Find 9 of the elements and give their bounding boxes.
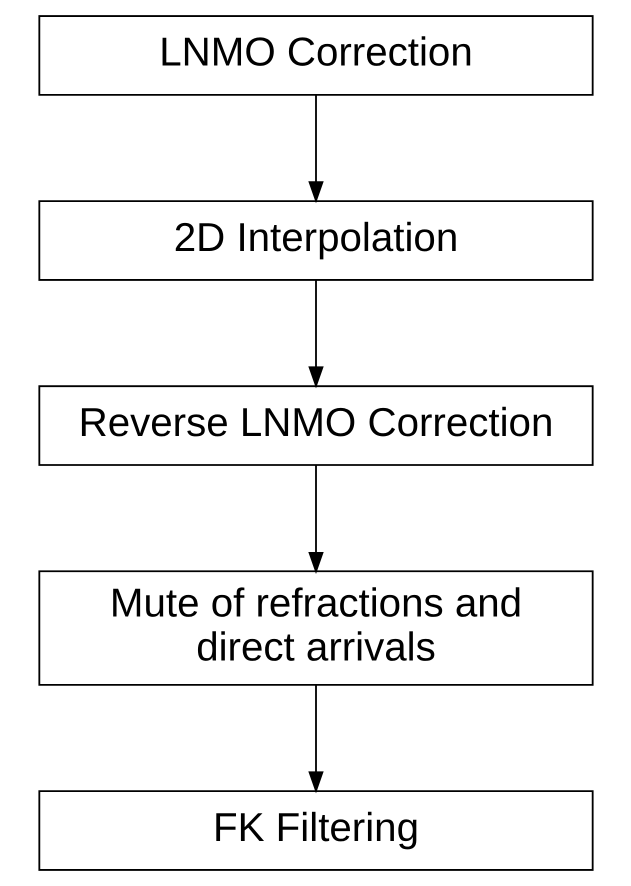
- arrow: [308, 94, 324, 204]
- node-box: Reverse LNMO Correction: [38, 385, 594, 466]
- arrow: [308, 465, 324, 574]
- arrow: [308, 685, 324, 794]
- node-box: Mute of refractions and direct arrivals: [38, 570, 594, 686]
- node-box: FK Filtering: [38, 790, 594, 871]
- node-box: LNMO Correction: [38, 15, 594, 96]
- arrow: [308, 280, 324, 388]
- node-box: 2D Interpolation: [38, 200, 594, 281]
